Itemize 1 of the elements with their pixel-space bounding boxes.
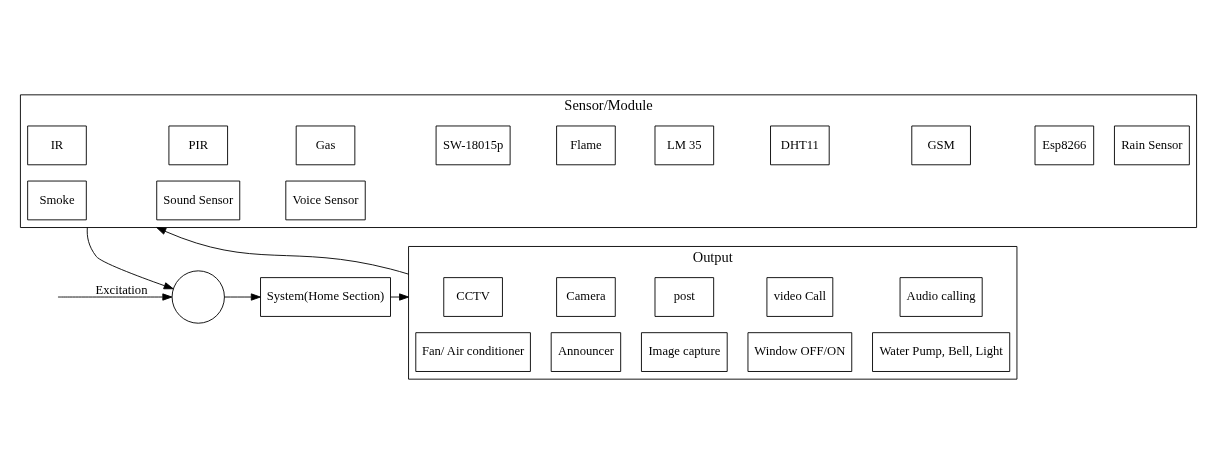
edge-label: Excitation [95,282,148,297]
